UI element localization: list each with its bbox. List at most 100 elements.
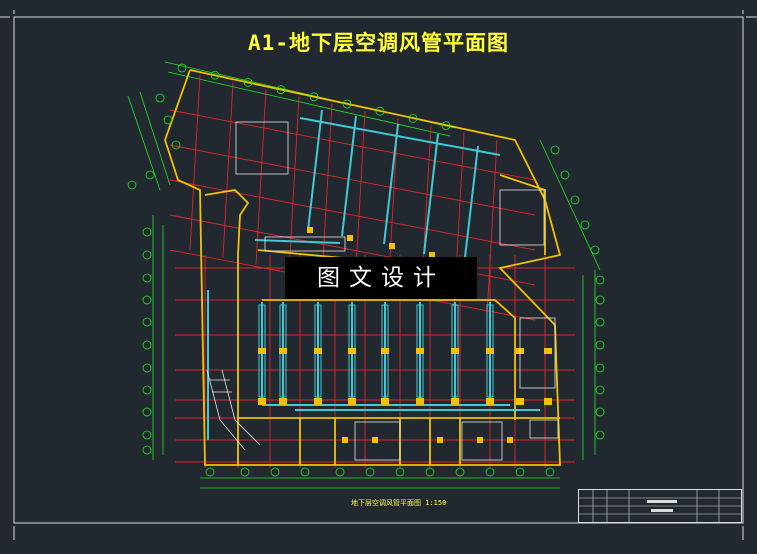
axis-bubble-left (142, 340, 152, 350)
outer-border (13, 16, 744, 524)
axis-bubble-top-left (163, 115, 173, 125)
duct-run-skew (307, 109, 323, 231)
diffuser (486, 348, 494, 354)
axis-bubble-bottom (335, 467, 345, 477)
axis-bubble-top-right (550, 145, 560, 155)
axis-bubble-top (408, 114, 418, 123)
axis-bubble-left (142, 407, 152, 417)
diffuser (544, 348, 552, 354)
diffuser (279, 348, 287, 354)
duct-run-skew (341, 115, 357, 237)
axis-bubble-right (595, 363, 605, 373)
diffuser (347, 235, 353, 241)
axis-bubble-top-left (127, 180, 137, 190)
axis-bubble-bottom (365, 467, 375, 477)
watermark-label: 图文设计 (285, 257, 477, 299)
diffuser (416, 398, 424, 405)
axis-bubble-top (243, 78, 253, 87)
axis-bubble-right (595, 275, 605, 285)
diffuser (258, 348, 266, 354)
title-block (578, 489, 742, 523)
diffuser (381, 398, 389, 405)
diffuser (477, 437, 483, 443)
duct-main-skew (299, 117, 501, 156)
axis-bubble-top-left (145, 170, 155, 180)
diffuser (437, 437, 443, 443)
axis-bubble-left (142, 430, 152, 440)
axis-bubble-bottom (395, 467, 405, 477)
axis-bubble-bottom (515, 467, 525, 477)
axis-bubble-left (142, 445, 152, 455)
axis-bubble-bottom (485, 467, 495, 477)
axis-bubble-left (142, 363, 152, 373)
axis-bubble-bottom (270, 467, 280, 477)
axis-bubble-bottom (455, 467, 465, 477)
axis-bubble-top (210, 70, 220, 80)
axis-bubble-bottom (205, 467, 215, 477)
axis-bubble-top-right (580, 220, 590, 230)
axis-bubble-top (309, 92, 319, 102)
diffuser (486, 398, 494, 405)
diffuser (451, 348, 459, 354)
diffuser (258, 398, 266, 405)
axis-bubble-right (595, 340, 605, 350)
duct-run-skew (383, 123, 399, 245)
axis-bubble-top-right (590, 245, 600, 255)
axis-bubble-top (276, 85, 286, 94)
axis-bubble-left (142, 227, 152, 237)
diffuser (348, 348, 356, 354)
grid-line-skew (222, 82, 234, 258)
axis-bubble-right (595, 385, 605, 395)
drawing-title: A1-地下层空调风管平面图 (248, 31, 509, 55)
axis-bubble-left (142, 273, 152, 283)
diffuser (307, 227, 313, 233)
axis-bubble-left (142, 317, 152, 327)
diffuser (389, 243, 395, 249)
subtitle-text: 地下层空调风管平面图 (351, 499, 421, 507)
duct-branch (254, 239, 341, 244)
axis-bubble-top-right (570, 195, 580, 205)
axis-bubble-top (177, 63, 187, 73)
axis-bubble-right (595, 407, 605, 417)
axis-bubble-top (342, 99, 352, 109)
axis-bubble-right (595, 430, 605, 440)
diffuser (372, 437, 378, 443)
diffuser (507, 437, 513, 443)
axis-label-bubbles (127, 63, 605, 477)
axis-bubble-top-right (560, 170, 570, 180)
drawing-subtitle: 地下层空调风管平面图 1:150 (351, 498, 446, 508)
grid-line-skew (354, 110, 366, 287)
diffuser (342, 437, 348, 443)
diffuser (544, 398, 552, 405)
diffuser (348, 398, 356, 405)
axis-bubble-top (441, 121, 451, 130)
axis-bubble-bottom (240, 467, 250, 477)
axis-bubble-right (595, 295, 605, 305)
axis-bubble-left (142, 295, 152, 305)
grid-line-skew (321, 103, 333, 279)
grid-line-skew (189, 74, 201, 251)
diffuser (279, 398, 287, 405)
diffuser (429, 252, 435, 258)
grid-line-skew (288, 96, 300, 272)
duct-run-skew (463, 145, 479, 267)
frame-corner-marks (0, 10, 757, 540)
equipment-details (206, 121, 559, 461)
axis-bubble-left (142, 250, 152, 260)
grid-line-skew (486, 139, 498, 315)
diffuser (516, 398, 524, 405)
axis-bubble-bottom (425, 467, 435, 477)
duct-run-skew (423, 133, 439, 255)
axis-bubble-right (595, 317, 605, 327)
grid-line-skew (255, 89, 267, 265)
diffuser (381, 348, 389, 354)
axis-bubble-top (375, 106, 385, 116)
axis-bubble-left (142, 385, 152, 395)
axis-bubble-top-left (155, 93, 165, 103)
diffuser (314, 398, 322, 405)
grid-line-skew (169, 144, 536, 216)
grid-line-skew (169, 179, 536, 251)
diffuser (451, 398, 459, 405)
